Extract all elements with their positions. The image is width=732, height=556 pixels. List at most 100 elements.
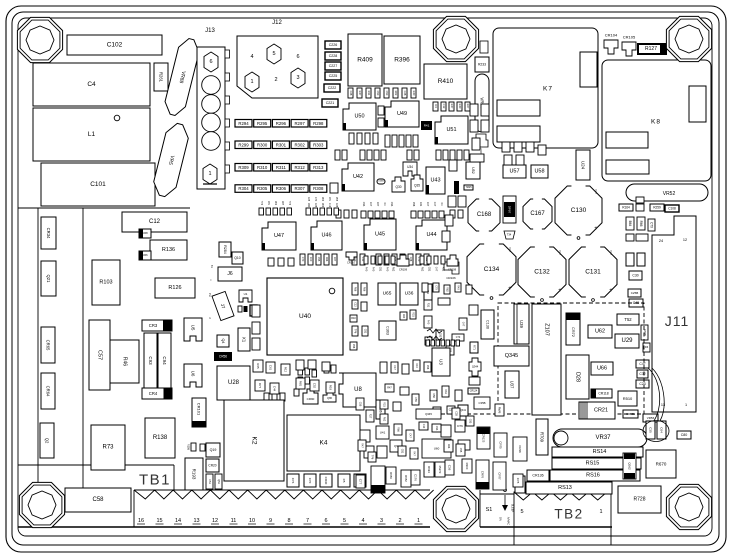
- svg-text:U34: U34: [407, 165, 413, 169]
- svg-text:24: 24: [659, 239, 663, 243]
- svg-text:C93: C93: [439, 333, 442, 338]
- svg-text:C136: C136: [486, 320, 490, 329]
- svg-text:R66: R66: [321, 197, 323, 202]
- svg-text:R31: R31: [412, 312, 415, 317]
- svg-text:R103: R103: [99, 280, 112, 286]
- svg-text:TM25: TM25: [465, 186, 472, 189]
- svg-text:Q362: Q362: [628, 462, 632, 470]
- svg-text:VR52: VR52: [663, 191, 676, 197]
- svg-text:C221: C221: [326, 101, 335, 105]
- svg-text:R284: R284: [223, 245, 227, 254]
- svg-text:C81: C81: [401, 449, 404, 454]
- svg-text:R295: R295: [257, 121, 268, 126]
- svg-text:R47: R47: [358, 91, 362, 96]
- svg-text:U43: U43: [430, 178, 440, 184]
- svg-text:C52: C52: [313, 383, 317, 389]
- svg-text:R309: R309: [238, 165, 249, 170]
- svg-text:CR21: CR21: [594, 408, 608, 414]
- svg-text:R62: R62: [383, 417, 386, 422]
- svg-text:C25B: C25B: [631, 291, 639, 295]
- svg-text:C12: C12: [354, 302, 357, 307]
- svg-text:5: 5: [272, 51, 275, 57]
- svg-text:R298: R298: [313, 121, 324, 126]
- svg-text:2: 2: [211, 264, 214, 269]
- svg-text:T52: T52: [624, 317, 632, 322]
- svg-text:CR76: CR76: [481, 471, 485, 479]
- svg-text:C28: C28: [409, 257, 412, 262]
- svg-text:R410: R410: [438, 78, 454, 85]
- svg-text:CR56: CR56: [219, 355, 227, 359]
- svg-text:8: 8: [287, 518, 290, 524]
- svg-text:U39: U39: [519, 320, 524, 328]
- svg-text:R308: R308: [313, 186, 324, 191]
- svg-text:Q341: Q341: [460, 409, 467, 412]
- svg-text:CR77: CR77: [498, 472, 502, 480]
- svg-text:R300: R300: [465, 463, 469, 470]
- svg-text:R47: R47: [413, 451, 416, 456]
- svg-text:U5: U5: [191, 325, 196, 331]
- svg-text:R305: R305: [257, 186, 268, 191]
- svg-text:Q30: Q30: [395, 185, 401, 189]
- svg-text:C38: C38: [448, 465, 452, 471]
- svg-text:Q10: Q10: [234, 256, 241, 260]
- svg-text:C93: C93: [362, 202, 365, 207]
- svg-text:C61: C61: [269, 365, 273, 371]
- svg-text:C94: C94: [162, 356, 167, 365]
- svg-text:C93: C93: [376, 91, 380, 96]
- svg-text:TP6: TP6: [371, 455, 374, 460]
- svg-text:TP6: TP6: [354, 329, 357, 334]
- svg-text:TP6: TP6: [288, 201, 290, 206]
- svg-text:U50: U50: [354, 114, 364, 120]
- svg-text:R709: R709: [540, 432, 545, 443]
- svg-text:CR114: CR114: [479, 148, 483, 157]
- svg-text:R127: R127: [645, 46, 657, 52]
- svg-text:R312: R312: [294, 165, 305, 170]
- svg-text:S1: S1: [486, 507, 493, 513]
- svg-text:R193: R193: [192, 469, 197, 480]
- svg-text:B64: B64: [628, 221, 632, 227]
- svg-text:C81: C81: [379, 267, 382, 272]
- svg-text:Q2: Q2: [45, 438, 50, 444]
- svg-text:C134: C134: [484, 266, 500, 273]
- svg-text:U6: U6: [191, 371, 196, 377]
- svg-text:C44: C44: [273, 386, 277, 392]
- svg-text:Q86: Q86: [327, 396, 332, 400]
- svg-text:CR20: CR20: [208, 464, 216, 468]
- svg-text:U58: U58: [534, 169, 544, 175]
- svg-text:R25: R25: [256, 363, 260, 369]
- svg-text:R259: R259: [653, 206, 661, 210]
- svg-text:R303: R303: [313, 142, 324, 147]
- svg-text:R301: R301: [276, 142, 287, 147]
- svg-text:C28: C28: [335, 203, 337, 208]
- svg-text:K4: K4: [320, 440, 328, 447]
- svg-text:CR30: CR30: [324, 477, 328, 485]
- svg-text:R47: R47: [361, 443, 364, 448]
- svg-text:R66: R66: [397, 427, 400, 432]
- svg-text:R313: R313: [313, 165, 324, 170]
- svg-text:U52: U52: [471, 167, 475, 173]
- svg-text:C35: C35: [649, 427, 653, 433]
- svg-text:RW73: RW73: [438, 466, 442, 474]
- svg-text:R19: R19: [329, 385, 333, 391]
- svg-text:J6: J6: [227, 271, 233, 277]
- svg-text:D28: D28: [575, 372, 581, 382]
- svg-text:VR88: VR88: [178, 70, 187, 84]
- svg-text:+: +: [594, 226, 598, 232]
- svg-text:C36: C36: [379, 406, 383, 412]
- svg-text:CR64: CR64: [46, 386, 51, 397]
- svg-text:C55: C55: [414, 397, 417, 402]
- svg-text:C228: C228: [329, 54, 338, 58]
- svg-text:C108: C108: [668, 207, 676, 211]
- svg-text:R40: R40: [353, 257, 356, 262]
- svg-text:13: 13: [661, 403, 665, 407]
- svg-text:R311: R311: [276, 165, 287, 170]
- svg-text:R728: R728: [634, 497, 646, 503]
- svg-text:R307: R307: [294, 186, 305, 191]
- svg-text:3: 3: [296, 75, 299, 81]
- svg-text:U28: U28: [228, 380, 240, 386]
- svg-text:U65: U65: [383, 291, 392, 297]
- svg-text:C32: C32: [639, 372, 645, 376]
- svg-text:C47: C47: [639, 362, 645, 366]
- svg-text:C93: C93: [385, 91, 389, 96]
- svg-text:U45: U45: [375, 232, 385, 238]
